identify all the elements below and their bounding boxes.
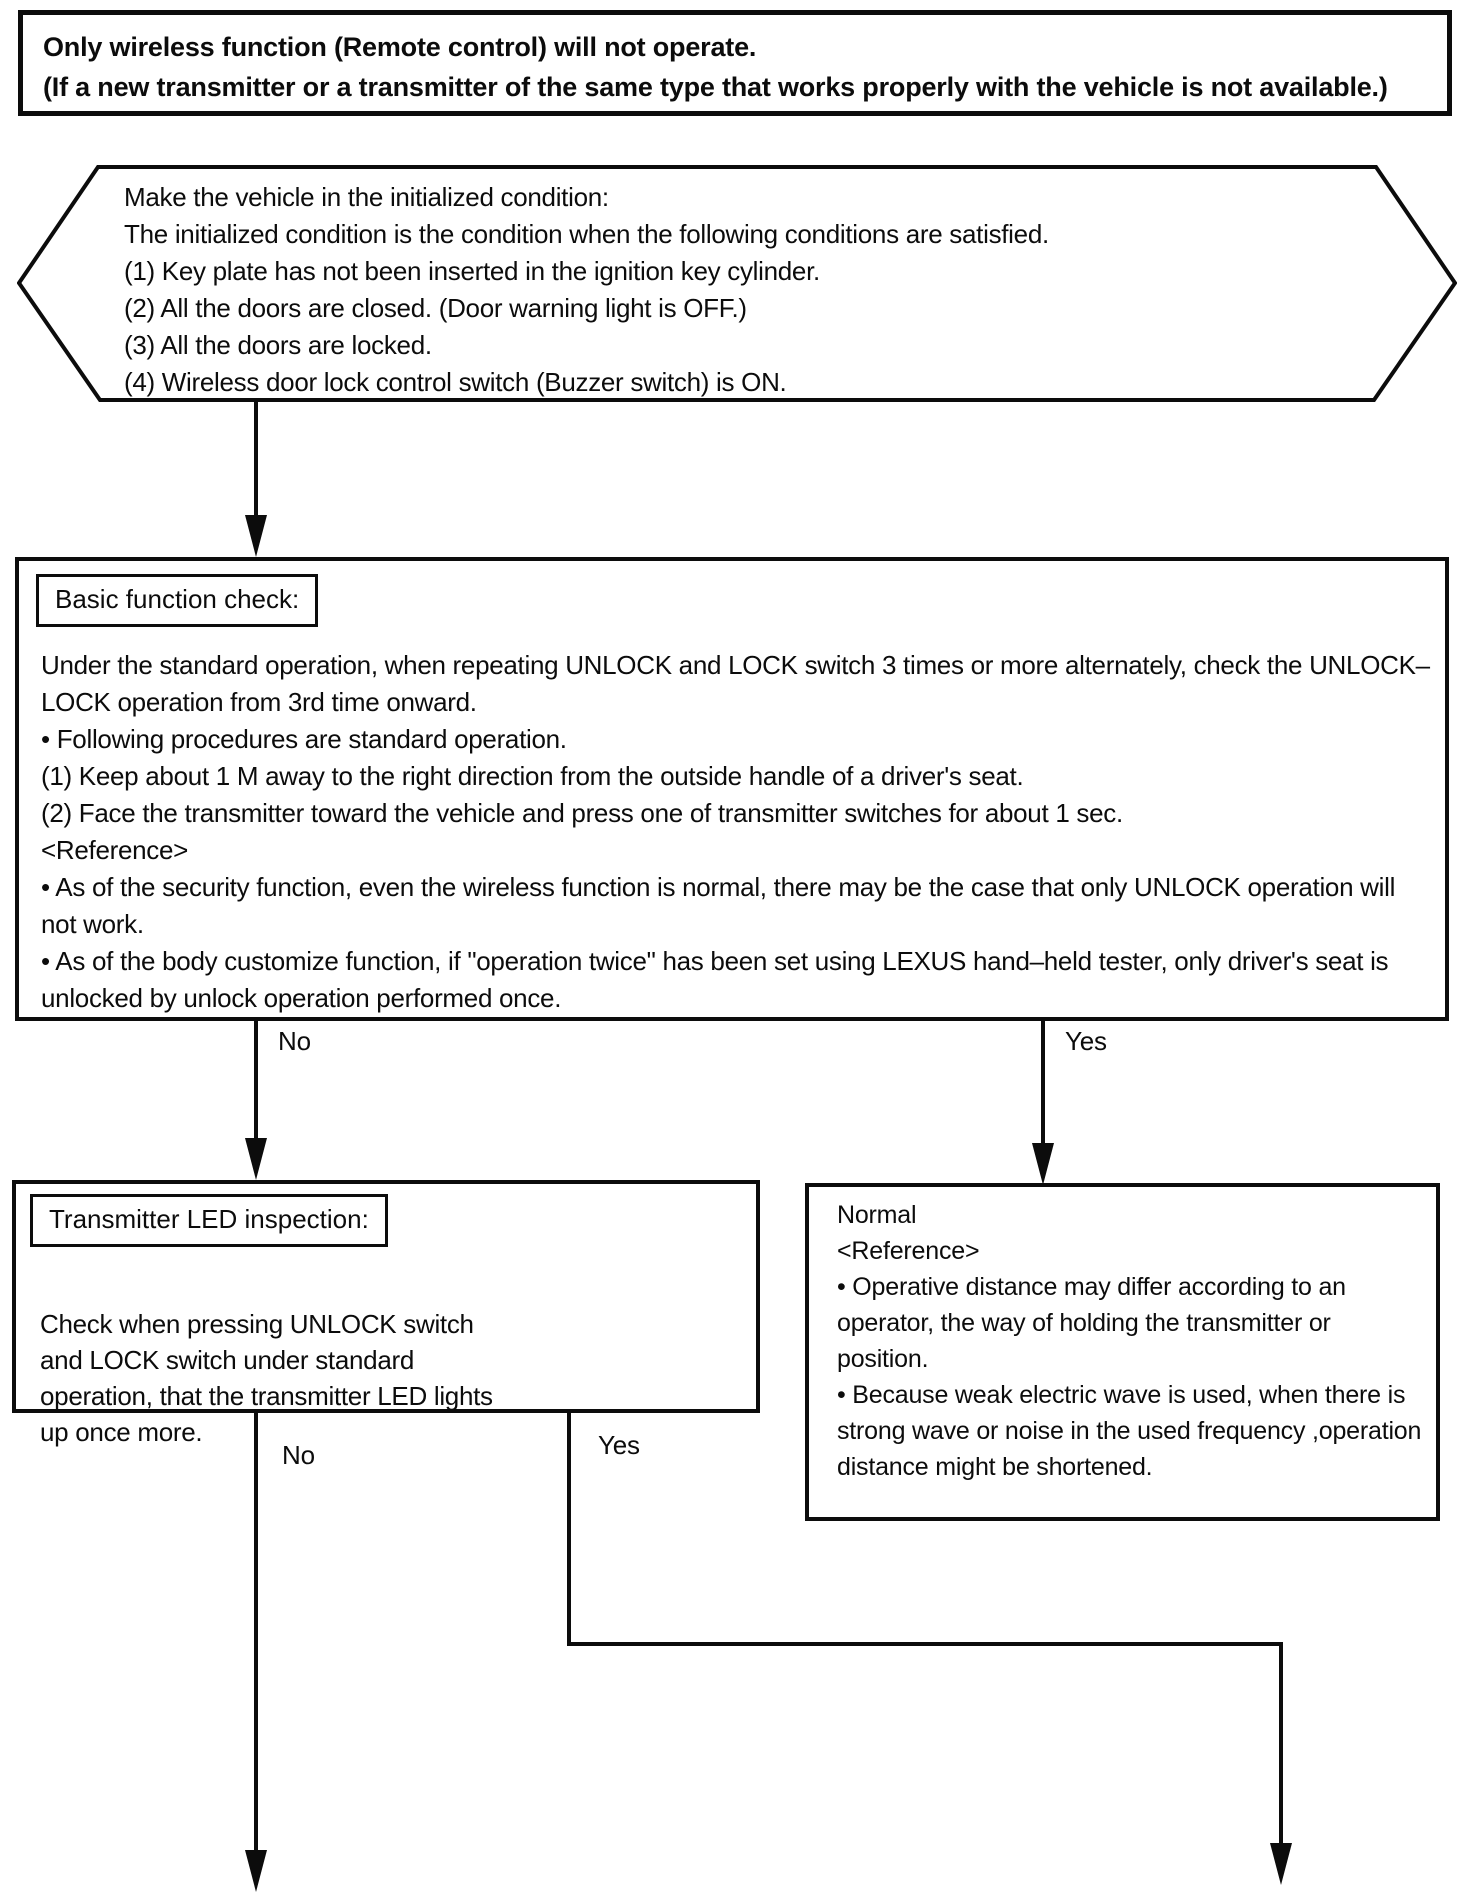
basic-check-paragraph: (2) Face the transmitter toward the vehi…	[41, 798, 1123, 828]
arrow-init-to-basic-check	[245, 400, 267, 557]
init-line: Make the vehicle in the initialized cond…	[124, 182, 609, 212]
basic-check-paragraph: <Reference>	[41, 835, 189, 865]
basic-check-paragraph: Under the standard operation, when repea…	[41, 650, 1430, 717]
basic-function-check-body: Under the standard operation, when repea…	[41, 647, 1433, 1017]
basic-check-paragraph: • As of the body customize function, if …	[41, 946, 1389, 1013]
basic-check-yes-label: Yes	[1065, 1026, 1107, 1056]
normal-result-node: Normal <Reference> • Operative distance …	[805, 1183, 1440, 1521]
led-inspection-node: Transmitter LED inspection: Check when p…	[12, 1180, 760, 1447]
problem-banner-line1: Only wireless function (Remote control) …	[43, 32, 757, 62]
init-line: (1) Key plate has not been inserted in t…	[124, 256, 820, 286]
init-line: (3) All the doors are locked.	[124, 330, 432, 360]
led-inspection-yes-label: Yes	[598, 1430, 640, 1460]
led-inspection-title: Transmitter LED inspection:	[30, 1194, 388, 1247]
init-condition-text: Make the vehicle in the initialized cond…	[124, 179, 1364, 401]
init-condition-node: Make the vehicle in the initialized cond…	[16, 165, 1458, 402]
led-inspection-no-label: No	[282, 1440, 315, 1470]
arrow-led-no-down	[245, 1413, 267, 1892]
normal-result-body: Normal <Reference> • Operative distance …	[837, 1197, 1428, 1485]
normal-paragraph: <Reference>	[837, 1237, 980, 1265]
led-inspection-body: Check when pressing UNLOCK switch and LO…	[40, 1309, 493, 1447]
hexagon-shape	[16, 165, 1458, 402]
basic-check-paragraph: (1) Keep about 1 M away to the right dir…	[41, 761, 1024, 791]
basic-check-no-label: No	[278, 1026, 311, 1056]
arrow-basic-yes-to-normal	[1032, 1021, 1054, 1185]
basic-check-paragraph: • Following procedures are standard oper…	[41, 724, 567, 754]
normal-paragraph: • Because weak electric wave is used, wh…	[837, 1381, 1422, 1481]
normal-paragraph: • Operative distance may differ accordin…	[837, 1273, 1346, 1373]
arrow-led-yes-down	[567, 1413, 1292, 1885]
normal-paragraph: Normal	[837, 1201, 917, 1229]
basic-function-check-title: Basic function check:	[36, 574, 319, 627]
arrow-basic-no-to-led-inspection	[245, 1021, 267, 1180]
init-line: The initialized condition is the conditi…	[124, 219, 1049, 249]
init-line: (4) Wireless door lock control switch (B…	[124, 367, 787, 397]
basic-function-check-node: Basic function check: Under the standard…	[15, 557, 1449, 1021]
problem-banner: Only wireless function (Remote control) …	[18, 10, 1452, 116]
basic-check-paragraph: • As of the security function, even the …	[41, 872, 1396, 939]
problem-banner-line2: (If a new transmitter or a transmitter o…	[43, 72, 1388, 102]
init-line: (2) All the doors are closed. (Door warn…	[124, 293, 747, 323]
